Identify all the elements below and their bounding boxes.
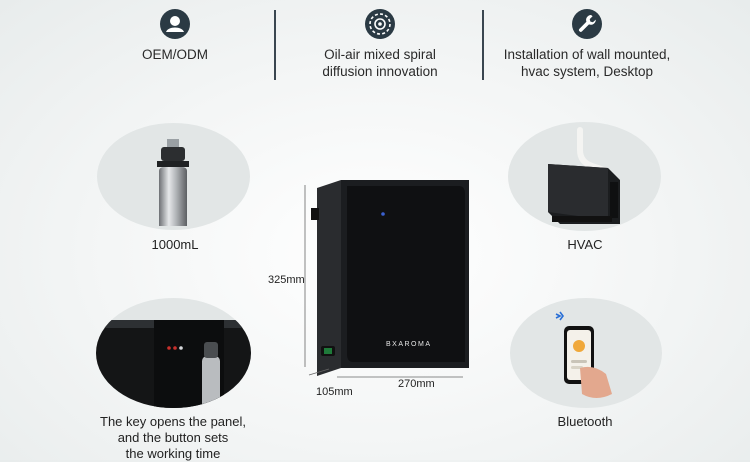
- bottle-bubble: [97, 123, 250, 230]
- width-label: 270mm: [398, 378, 435, 390]
- device-brand: BXAROMA: [386, 341, 432, 348]
- hvac-bubble: [508, 122, 661, 231]
- divider-left: [274, 10, 276, 80]
- panel-caption: The key opens the panel, and the button …: [100, 414, 246, 461]
- wrench-icon: [572, 9, 602, 39]
- feature-installation-label: Installation of wall mounted, hvac syste…: [503, 47, 671, 79]
- diffuser-device: [311, 180, 469, 376]
- feature-diffusion-label: Oil-air mixed spiral diffusion innovatio…: [322, 47, 438, 79]
- dimension-lines: [304, 185, 463, 378]
- bottle-image: [157, 139, 189, 226]
- hvac-caption: HVAC: [567, 237, 603, 252]
- hvac-image: [548, 127, 620, 224]
- user-icon: [160, 9, 190, 39]
- panel-image: [96, 320, 251, 408]
- height-label: 325mm: [268, 274, 305, 286]
- bluetooth-bubble: [510, 298, 662, 408]
- divider-right: [482, 10, 484, 80]
- spiral-fan-icon: [365, 9, 395, 39]
- feature-oem: OEM/ODM: [110, 8, 240, 63]
- feature-oem-label: OEM/ODM: [142, 47, 208, 62]
- depth-label: 105mm: [316, 386, 353, 398]
- panel-bubble: [96, 298, 251, 408]
- feature-diffusion: Oil-air mixed spiral diffusion innovatio…: [300, 8, 460, 80]
- bottle-caption: 1000mL: [151, 237, 199, 252]
- phone-image: [555, 311, 612, 398]
- feature-installation: Installation of wall mounted, hvac syste…: [496, 8, 678, 80]
- bluetooth-caption: Bluetooth: [557, 414, 613, 429]
